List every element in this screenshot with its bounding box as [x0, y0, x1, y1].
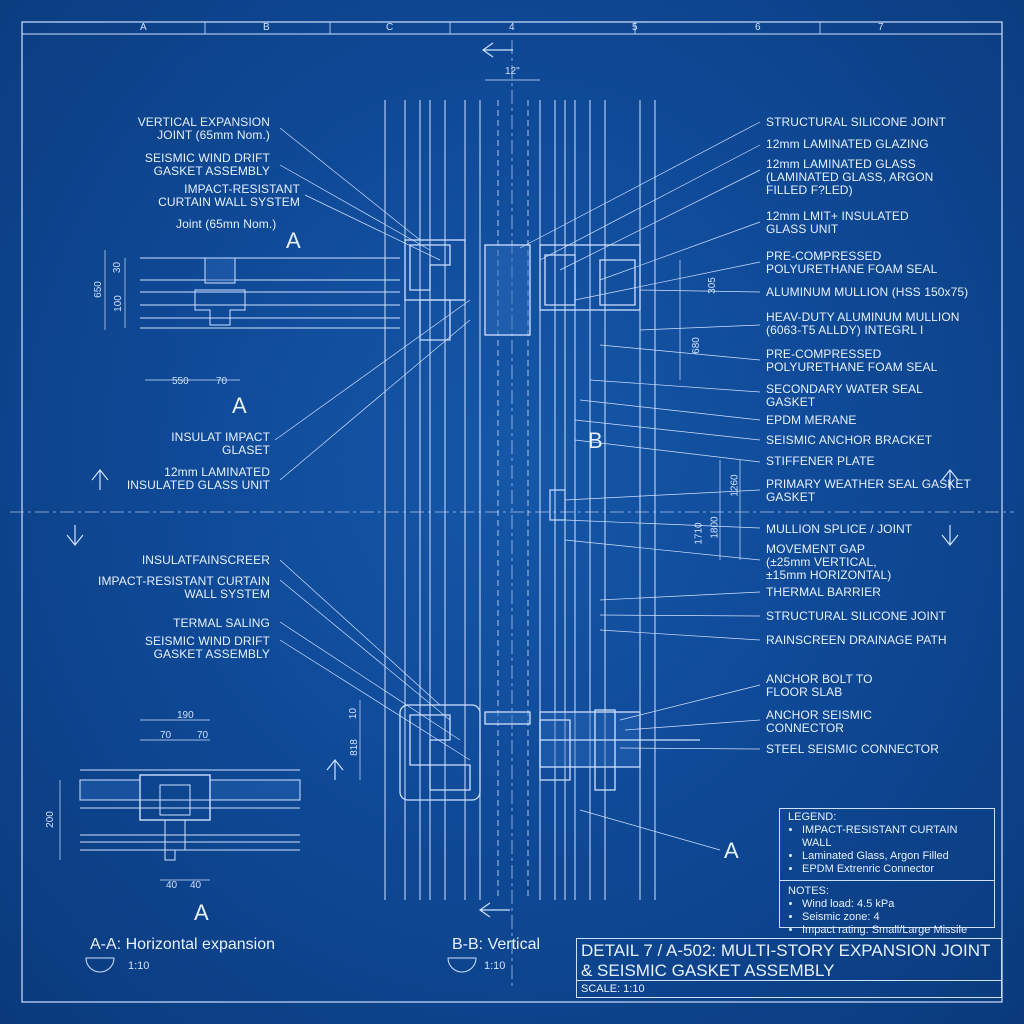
callout-insulat-rainscreen: INSULATFAINSCREER	[141, 553, 270, 567]
callout-foam-seal: PRE-COMPRESSED POLYURETHANE FOAM SEAL	[766, 249, 938, 276]
grid-label-6: 6	[755, 22, 761, 33]
callout-vertical-expansion-joint: VERTICAL EXPANSION JOINT (65mm Nom.)	[137, 115, 270, 142]
notes-title: NOTES:	[788, 885, 829, 897]
grid-label-5: 5	[632, 22, 638, 33]
callout-seismic-gasket-2: SEISMIC WIND DRIFT GASKET ASSEMBLY	[144, 634, 270, 661]
callout-structural-silicone: STRUCTURAL SILICONE JOINT	[766, 115, 947, 129]
note-item: Wind load: 4.5 kPa	[802, 898, 986, 911]
dim-1260: 1260	[729, 474, 741, 497]
legend-item: IMPACT-RESISTANT CURTAIN WALL	[802, 824, 986, 850]
callout-termal-saling: TERMAL SALING	[173, 616, 270, 630]
dim-650: 650	[92, 281, 104, 298]
drawing-scale: SCALE: 1:10	[577, 980, 1001, 997]
dim-10: 10	[348, 707, 360, 720]
note-item: Seismic zone: 4	[802, 911, 986, 924]
callout-movement-gap: MOVEMENT GAP (±25mm VERTICAL, ±15mm HORI…	[766, 542, 892, 582]
view-title-aa: A-A: Horizontal expansion	[90, 936, 275, 953]
grid-label-7: 7	[878, 22, 884, 33]
callout-aluminum-mullion: ALUMINUM MULLION (HSS 150x75)	[766, 285, 969, 299]
grid-label-4: 4	[509, 22, 515, 33]
callout-secondary-water-seal: SECONDARY WATER SEAL GASKET	[766, 382, 923, 409]
dim-aa-40a: 40	[166, 880, 178, 891]
callout-anchor-bolt: ANCHOR BOLT TO FLOOR SLAB	[766, 672, 873, 699]
callout-structural-silicone-2: STRUCTURAL SILICONE JOINT	[766, 609, 947, 623]
dim-680: 680	[690, 337, 702, 354]
callout-primary-weather-seal: PRIMARY WEATHER SEAL GASKET GASKET	[766, 477, 971, 504]
grid-label-c: C	[386, 22, 394, 33]
dim-100: 100	[112, 295, 124, 312]
callout-joint: Joint (65mn Nom.)	[176, 217, 277, 231]
dim-aa-70a: 70	[160, 730, 172, 741]
title-block: DETAIL 7 / A-502: MULTI-STORY EXPANSION …	[576, 938, 1002, 998]
callout-impact-curtain-wall-2: IMPACT-RESISTANT CURTAIN WALL SYSTEM	[98, 574, 270, 601]
section-mark-b: B	[588, 428, 603, 453]
view-scale-bb: 1:10	[484, 960, 506, 972]
drawing-title: DETAIL 7 / A-502: MULTI-STORY EXPANSION …	[581, 941, 991, 980]
grid-label-b: B	[263, 22, 270, 33]
dim-aa-200: 200	[44, 811, 56, 828]
callout-mullion-splice: MULLION SPLICE / JOINT	[766, 522, 913, 536]
callout-seismic-anchor-bracket: SEISMIC ANCHOR BRACKET	[766, 433, 933, 447]
section-mark-a-left: A	[232, 393, 247, 418]
callout-laminated-glazing: 12mm LAMINATED GLAZING	[766, 137, 929, 151]
callout-rainscreen-drainage: RAINSCREEN DRAINAGE PATH	[766, 633, 947, 647]
dim-305: 305	[706, 277, 718, 294]
note-item: Impact rating: Small/Large Missile	[802, 924, 986, 937]
dim-aa-190: 190	[177, 710, 194, 721]
callout-laminated-igu: 12mm LAMINATED INSULATED GLASS UNIT	[126, 465, 270, 492]
callout-thermal-barrier: THERMAL BARRIER	[766, 585, 882, 599]
dim-1710: 1710	[693, 522, 705, 545]
dim-30: 30	[112, 261, 124, 274]
callout-seismic-gasket: SEISMIC WIND DRIFT GASKET ASSEMBLY	[144, 151, 270, 178]
dim-70: 70	[216, 376, 228, 387]
legend-item: Laminated Glass, Argon Filled	[802, 850, 986, 863]
dim-818: 818	[348, 739, 360, 756]
callout-steel-seismic-connector: STEEL SEISMIC CONNECTOR	[766, 742, 939, 756]
view-title-bb: B-B: Vertical	[452, 936, 541, 953]
legend-title: LEGEND:	[788, 811, 837, 823]
view-scale-aa: 1:10	[128, 960, 150, 972]
callout-insulat-impact: INSULAT IMPACT GLASET	[171, 430, 270, 457]
callout-insulated-glass-unit: 12mm LMIT+ INSULATED GLASS UNIT	[766, 209, 909, 236]
dim-550: 550	[172, 376, 189, 387]
callout-impact-curtain-wall: IMPACT-RESISTANT CURTAIN WALL SYSTEM	[158, 182, 300, 209]
callout-heavy-duty-mullion: HEAV-DUTY ALUMINUM MULLION (6063-T5 ALLD…	[766, 310, 960, 337]
section-mark-a-top: A	[286, 228, 301, 253]
dim-aa-40b: 40	[190, 880, 202, 891]
section-mark-a-bottom: A	[724, 838, 739, 863]
dim-1800: 1800	[709, 516, 721, 539]
callout-epdm-merane: EPDM MERANE	[766, 413, 857, 427]
callout-foam-seal-2: PRE-COMPRESSED POLYURETHANE FOAM SEAL	[766, 347, 938, 374]
grid-label-a: A	[140, 22, 147, 33]
section-mark-a-aa: A	[194, 900, 209, 925]
callout-stiffener-plate: STIFFENER PLATE	[766, 454, 875, 468]
dim-top: 12"	[505, 66, 520, 77]
callout-anchor-seismic-connector: ANCHOR SEISMIC CONNECTOR	[766, 708, 873, 735]
legend-box: LEGEND: IMPACT-RESISTANT CURTAIN WALL La…	[779, 808, 995, 936]
callout-laminated-glass: 12mm LAMINATED GLASS (LAMINATED GLASS, A…	[766, 157, 934, 197]
dim-aa-70b: 70	[197, 730, 209, 741]
legend-item: EPDM Extrenric Connector	[802, 863, 986, 876]
